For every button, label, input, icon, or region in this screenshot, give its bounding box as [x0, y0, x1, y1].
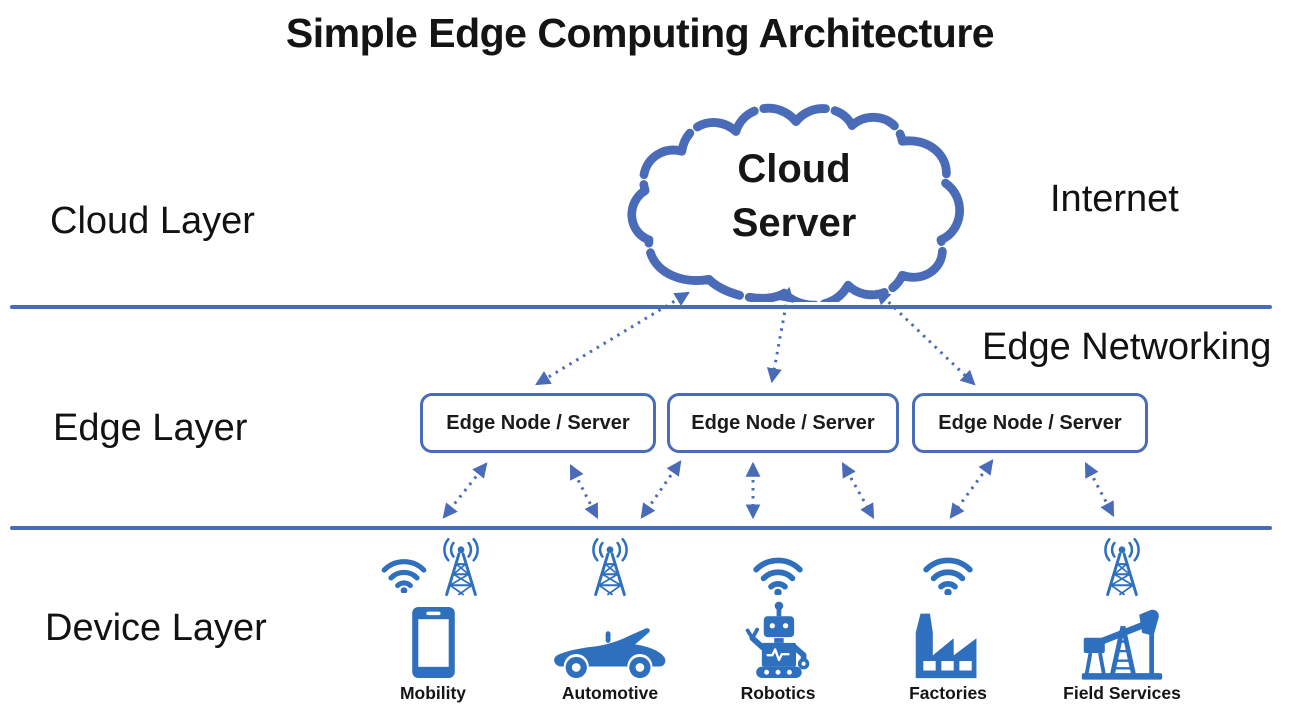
connectivity-icons: [750, 540, 806, 598]
edge-layer-label: Edge Layer: [53, 407, 248, 449]
device-group-factories: Factories: [873, 540, 1023, 705]
device-label-field-services: Field Services: [1063, 683, 1181, 703]
arrow-edge-device-3: [640, 460, 682, 519]
wifi-icon: [920, 553, 976, 595]
device-group-robotics: Robotics: [703, 540, 853, 705]
cloud-server-shape: [627, 103, 964, 302]
connectivity-icons: [920, 540, 976, 598]
cloud-server-line1: Cloud: [737, 147, 851, 191]
edge-node-label-2: Edge Node / Server: [691, 411, 875, 434]
cloud-layer-label: Cloud Layer: [50, 200, 255, 242]
smartphone-icon: [410, 605, 457, 680]
cloud-server-node: Cloud Server: [620, 142, 968, 250]
arrow-edge-device-1: [442, 462, 488, 519]
connectivity-icons: [583, 540, 637, 598]
page-title: Simple Edge Computing Architecture: [285, 10, 995, 56]
radio-tower-icon: [583, 537, 637, 598]
robot-icon: [741, 600, 815, 680]
arrow-edge-device-5: [841, 462, 875, 519]
edge-node-label-1: Edge Node / Server: [446, 411, 630, 434]
arrow-cloud-edge-2: [766, 286, 795, 384]
device-group-mobility: Mobility: [358, 540, 508, 705]
cloud-edge-divider: [10, 305, 1272, 309]
device-label-automotive: Automotive: [561, 683, 659, 703]
connectivity-icons: [1095, 540, 1149, 598]
factory-icon: [910, 606, 986, 680]
oil-pump-icon: [1078, 605, 1166, 680]
device-label-robotics: Robotics: [740, 683, 816, 703]
radio-tower-icon: [1095, 537, 1149, 598]
edge-node-box-1: Edge Node / Server: [420, 393, 656, 453]
radio-tower-icon: [434, 537, 488, 598]
wifi-icon: [750, 553, 806, 595]
convertible-car-icon: [550, 626, 670, 680]
device-layer-label: Device Layer: [45, 607, 267, 649]
cloud-server-line2: Server: [731, 201, 857, 245]
arrow-edge-device-6: [949, 459, 994, 519]
arrow-edge-device-7: [1084, 462, 1115, 517]
device-label-factories: Factories: [909, 683, 987, 703]
arrow-edge-device-2: [569, 463, 599, 520]
edge-node-box-3: Edge Node / Server: [912, 393, 1148, 453]
edge-device-divider: [10, 526, 1272, 530]
edge-networking-label: Edge Networking: [982, 326, 1272, 368]
internet-label: Internet: [1050, 178, 1179, 220]
device-group-field-services: Field Services: [1047, 540, 1197, 705]
connectivity-icons: [379, 540, 488, 598]
edge-node-box-2: Edge Node / Server: [667, 393, 899, 453]
device-group-automotive: Automotive: [535, 540, 685, 705]
device-label-mobility: Mobility: [399, 683, 467, 703]
edge-node-label-3: Edge Node / Server: [938, 411, 1122, 434]
wifi-icon: [379, 555, 429, 593]
